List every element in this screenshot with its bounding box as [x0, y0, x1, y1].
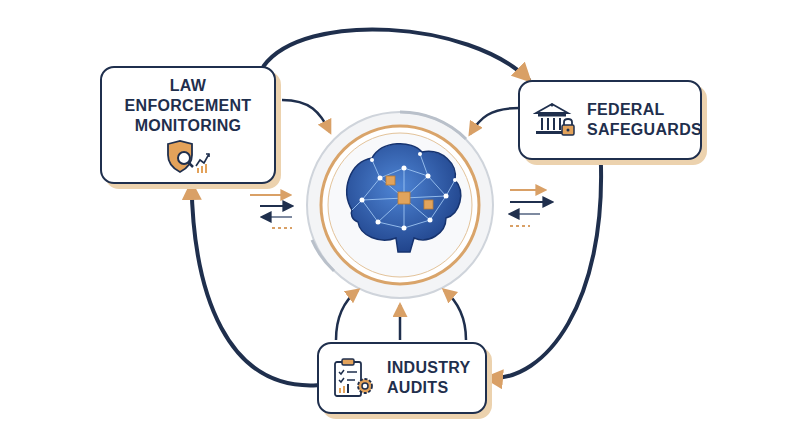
clipboard-gear-icon — [331, 357, 377, 399]
hub-arrows — [282, 100, 519, 340]
brain-network — [347, 144, 461, 252]
side-arrows — [250, 190, 552, 228]
node-label: FEDERAL SAFEGUARDS — [587, 100, 687, 140]
node-label: LAW ENFORCEMENT MONITORING — [118, 76, 258, 136]
shield-magnifier-icon — [164, 140, 212, 174]
hub-outer — [307, 112, 493, 298]
monitoring-box: LAW ENFORCEMENT MONITORING — [100, 66, 276, 184]
cycle-connector — [264, 29, 529, 80]
cycle-connector — [192, 184, 317, 385]
courthouse-lock-icon — [533, 101, 577, 139]
audits-box: INDUSTRY AUDITS — [317, 342, 487, 414]
node-label: INDUSTRY AUDITS — [387, 358, 473, 398]
cycle-connector — [487, 160, 601, 378]
safeguards-box: FEDERAL SAFEGUARDS — [518, 80, 702, 160]
hub-ring — [321, 126, 479, 284]
